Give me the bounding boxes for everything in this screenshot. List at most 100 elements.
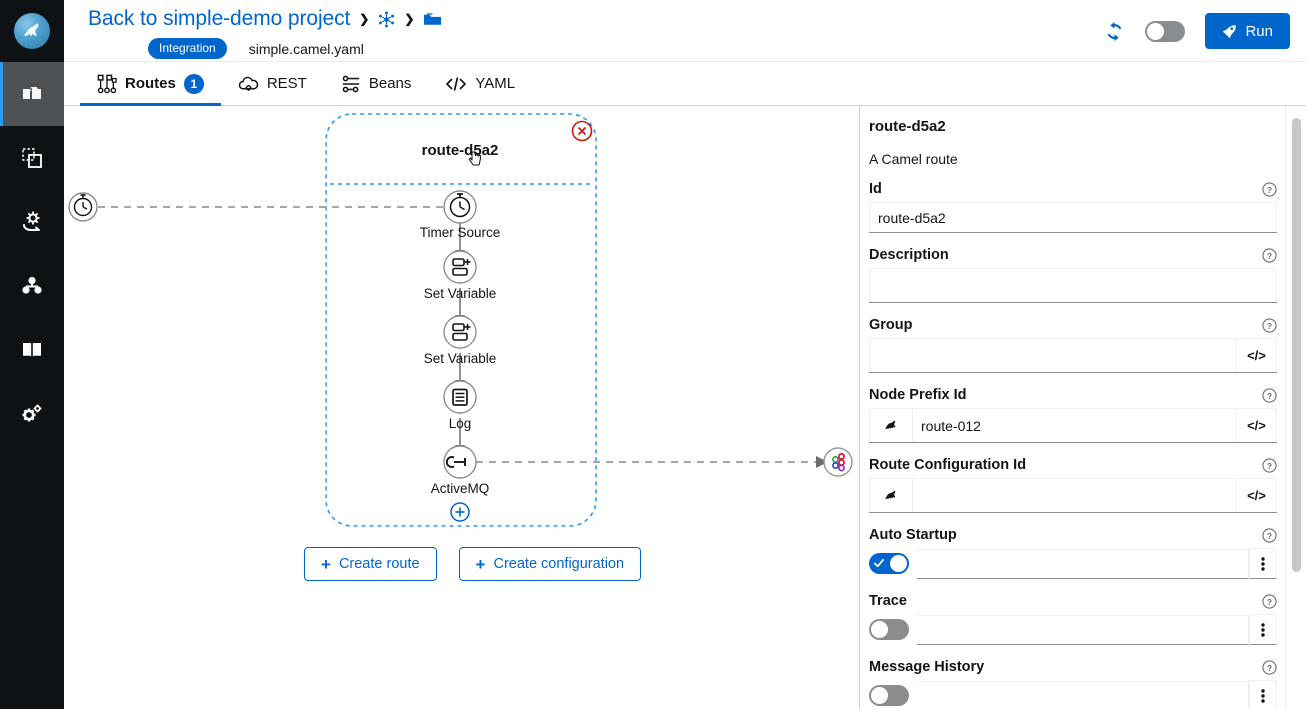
kebab-menu-icon-2[interactable] — [1249, 614, 1277, 645]
route-configuration-id-input[interactable] — [913, 478, 1237, 512]
help-circle-icon-2[interactable]: ? — [1262, 247, 1277, 263]
svg-text:?: ? — [1267, 460, 1272, 470]
node-log[interactable] — [443, 380, 477, 414]
close-route-icon[interactable] — [571, 120, 593, 142]
target-endpoint-activemq[interactable] — [823, 447, 853, 477]
svg-text:?: ? — [1267, 184, 1272, 194]
properties-panel: route-d5a2 A Camel route Id ? Descriptio… — [861, 106, 1306, 709]
sidebar-item-knowledgebase[interactable] — [0, 318, 64, 382]
tab-yaml[interactable]: YAML — [428, 62, 532, 105]
sidebar-item-projects[interactable] — [0, 62, 64, 126]
folder-icon[interactable] — [423, 11, 442, 28]
file-subline: Integration simple.camel.yaml — [148, 38, 364, 59]
help-circle-icon-8[interactable]: ? — [1262, 659, 1277, 675]
kebab-menu-icon[interactable] — [1249, 548, 1277, 579]
field-group: Group ? </> — [869, 317, 1277, 373]
back-to-project-link[interactable]: Back to simple-demo project — [88, 7, 351, 30]
breadcrumb-chevron-icon: ❯ — [359, 12, 370, 26]
sidebar-item-services[interactable] — [0, 190, 64, 254]
sidebar-item-configuration[interactable] — [0, 382, 64, 446]
app-logo — [0, 0, 64, 62]
field-id-label-row: Id ? — [869, 181, 1277, 202]
svg-text:?: ? — [1267, 596, 1272, 606]
trace-input[interactable] — [917, 614, 1249, 645]
node-set-variable-1[interactable] — [443, 250, 477, 284]
message-history-toggle[interactable] — [869, 685, 909, 706]
create-configuration-label: Create configuration — [493, 556, 625, 572]
help-glyph-3: ? — [1262, 317, 1277, 333]
kebab-glyph-3 — [1261, 688, 1265, 703]
kebab-menu-icon-3[interactable] — [1249, 680, 1277, 709]
code-expression-icon-2[interactable]: </> — [1237, 408, 1277, 442]
field-group-label-row: Group ? — [869, 317, 1277, 338]
create-route-button[interactable]: + Create route — [304, 547, 437, 581]
field-id-label: Id — [869, 181, 882, 197]
create-configuration-button[interactable]: + Create configuration — [458, 547, 642, 581]
refresh-icon[interactable] — [1104, 21, 1125, 42]
help-circle-icon-5[interactable]: ? — [1262, 457, 1277, 473]
field-description-label-row: Description ? — [869, 247, 1277, 268]
field-node-prefix-label-row: Node Prefix Id ? — [869, 387, 1277, 408]
route-container-boundary[interactable] — [325, 113, 597, 527]
node-activemq[interactable] — [443, 445, 477, 479]
add-step-plus-icon[interactable] — [450, 502, 470, 522]
tab-rest-label: REST — [266, 75, 307, 92]
node-set-variable-2[interactable] — [443, 315, 477, 349]
dev-mode-toggle[interactable] — [1145, 20, 1186, 42]
field-trace: Trace ? — [869, 593, 1277, 645]
sidebar-item-templates[interactable] — [0, 126, 64, 190]
field-trace-row — [869, 614, 1277, 645]
help-circle-icon-4[interactable]: ? — [1262, 387, 1277, 403]
id-input[interactable] — [869, 202, 1277, 232]
message-history-toggle-knob — [871, 687, 888, 704]
help-glyph-6: ? — [1262, 527, 1277, 543]
field-auto-startup: Auto Startup ? — [869, 527, 1277, 579]
code-expression-icon-3[interactable]: </> — [1237, 478, 1277, 512]
auto-startup-toggle[interactable] — [869, 553, 909, 574]
tab-routes[interactable]: Routes 1 — [80, 62, 221, 106]
tab-bar: Routes 1 REST Beans YAML — [64, 62, 1306, 106]
field-message-history-label-row: Message History ? — [869, 659, 1277, 680]
node-label-set-variable-1: Set Variable — [423, 286, 497, 301]
tab-beans[interactable]: Beans — [324, 62, 429, 105]
panel-scrollbar-thumb[interactable] — [1292, 118, 1301, 572]
project-topology-glyph — [379, 11, 395, 27]
tab-rest[interactable]: REST — [221, 62, 324, 105]
trace-toggle[interactable] — [869, 619, 909, 640]
field-message-history-row — [869, 680, 1277, 709]
group-input[interactable] — [869, 338, 1237, 372]
node-timer-source[interactable] — [443, 190, 477, 224]
routes-icon — [97, 74, 117, 93]
help-circle-icon-6[interactable]: ? — [1262, 527, 1277, 543]
svg-text:?: ? — [1267, 320, 1272, 330]
help-glyph-4: ? — [1262, 387, 1277, 403]
node-label-activemq: ActiveMQ — [430, 481, 490, 496]
help-circle-icon-7[interactable]: ? — [1262, 593, 1277, 609]
auto-startup-input[interactable] — [917, 548, 1249, 579]
beans-sliders-icon — [342, 75, 360, 92]
run-button[interactable]: Run — [1205, 13, 1290, 49]
field-trace-label-row: Trace ? — [869, 593, 1277, 614]
yaml-code-icon — [446, 76, 467, 91]
help-circle-icon[interactable]: ? — [1262, 181, 1277, 197]
panel-scrollbar-track[interactable] — [1285, 106, 1306, 709]
camel-icon-2 — [869, 478, 913, 512]
description-input[interactable] — [869, 268, 1277, 302]
properties-panel-content: route-d5a2 A Camel route Id ? Descriptio… — [861, 106, 1285, 709]
tab-beans-label: Beans — [368, 75, 412, 92]
message-history-input[interactable] — [917, 680, 1249, 709]
route-canvas[interactable]: route-d5a2 Timer Source Set Variable Set… — [64, 106, 860, 709]
help-circle-icon-3[interactable]: ? — [1262, 317, 1277, 333]
field-message-history-label: Message History — [869, 659, 985, 675]
project-topology-icon[interactable] — [378, 11, 395, 28]
field-route-config-label: Route Configuration Id — [869, 457, 1027, 473]
code-expression-icon[interactable]: </> — [1237, 338, 1277, 372]
svg-text:?: ? — [1267, 662, 1272, 672]
node-prefix-id-input[interactable] — [913, 408, 1237, 442]
sidebar-item-containers[interactable] — [0, 254, 64, 318]
source-endpoint-timer[interactable] — [68, 192, 98, 222]
dev-mode-toggle-knob — [1147, 22, 1165, 40]
camel-glyph — [884, 420, 895, 430]
gears-icon — [22, 404, 42, 422]
route-title-label[interactable]: route-d5a2 — [421, 142, 499, 159]
